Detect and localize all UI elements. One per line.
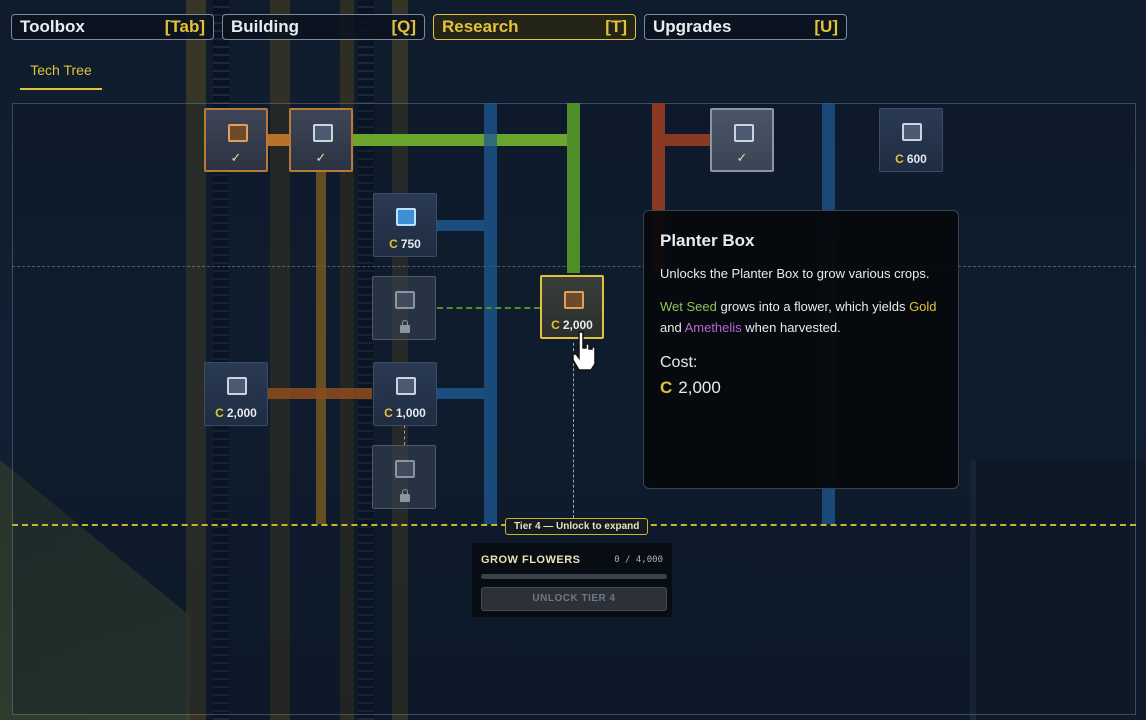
background-pillar: [186, 0, 206, 720]
tier-unlock-box: GROW FLOWERS 0 / 4,000 UNLOCK TIER 4: [472, 543, 672, 617]
tab-research-hotkey: [T]: [605, 17, 627, 36]
tab-upgrades-label: Upgrades: [653, 17, 732, 36]
tab-upgrades-hotkey: [U]: [814, 17, 838, 36]
dispenser-icon: [227, 377, 247, 395]
crystal-icon: [396, 208, 416, 226]
tab-upgrades[interactable]: Upgrades [U]: [644, 14, 847, 40]
researched-check-icon: ✓: [315, 151, 327, 166]
unlock-tier-button[interactable]: UNLOCK TIER 4: [481, 587, 667, 611]
portal-icon: [395, 460, 415, 478]
tab-research[interactable]: Research [T]: [433, 14, 636, 40]
connector-line: [660, 134, 712, 146]
generator-icon: [902, 123, 922, 141]
credits-icon: C: [384, 406, 393, 420]
gold-text: Gold: [909, 299, 937, 314]
tech-node-portal[interactable]: [372, 445, 436, 509]
connector-line: [437, 388, 484, 399]
tooltip-details: Wet Seed grows into a flower, which yiel…: [660, 299, 937, 335]
tab-building-label: Building: [231, 17, 299, 36]
connector-line: [316, 172, 326, 524]
tab-building[interactable]: Building [Q]: [222, 14, 425, 40]
tooltip-title: Planter Box: [660, 231, 755, 250]
credits-icon: C: [895, 152, 904, 166]
tab-building-hotkey: [Q]: [391, 17, 416, 36]
tooltip-cost-label: Cost:: [660, 354, 698, 371]
lock-icon: [400, 320, 410, 333]
researched-check-icon: ✓: [230, 151, 242, 166]
connector-line: [573, 343, 574, 518]
tech-node-chip[interactable]: ✓: [289, 108, 353, 172]
goal-label: GROW FLOWERS: [481, 554, 581, 566]
tech-node-conveyor[interactable]: ✓: [204, 108, 268, 172]
tech-node-machine[interactable]: ✓: [710, 108, 774, 172]
hand-cursor-icon: [572, 331, 596, 371]
background-ladder: [358, 0, 374, 720]
wet-seed-text: Wet Seed: [660, 299, 717, 314]
connector-line: [437, 307, 540, 309]
tab-toolbox-hotkey: [Tab]: [164, 17, 205, 36]
goal-progress-bar: [481, 574, 667, 579]
machine-icon: [734, 124, 754, 142]
tech-tooltip: Planter Box Unlocks the Planter Box to g…: [643, 210, 959, 489]
background-wall: [970, 460, 1146, 720]
tier-4-label: Tier 4 — Unlock to expand: [505, 518, 649, 535]
connector-line: [437, 220, 484, 231]
background-pillar: [270, 0, 290, 720]
background-pillar: [340, 0, 354, 720]
goal-progress-text: 0 / 4,000: [614, 555, 663, 565]
amethelis-text: Amethelis: [684, 320, 742, 335]
connector-line: [484, 103, 497, 524]
credits-icon: C: [551, 318, 560, 332]
researched-check-icon: ✓: [736, 151, 748, 166]
credits-icon: C: [389, 237, 398, 251]
connector-line: [567, 103, 580, 273]
planter-box-icon: [564, 291, 584, 309]
chip-icon: [313, 124, 333, 142]
conveyor-icon: [228, 124, 248, 142]
tech-node-tool[interactable]: [372, 276, 436, 340]
tooltip-description: Unlocks the Planter Box to grow various …: [660, 266, 930, 281]
background-ladder: [213, 0, 229, 720]
cabinet-icon: [396, 377, 416, 395]
subtab-tech-tree[interactable]: Tech Tree: [20, 60, 102, 90]
connector-line: [404, 425, 405, 445]
connector-line: [353, 134, 579, 146]
connector-line: [266, 134, 290, 146]
background-pillar: [392, 0, 408, 720]
lock-icon: [400, 489, 410, 502]
tab-toolbox[interactable]: Toolbox [Tab]: [11, 14, 214, 40]
credits-icon: C: [660, 378, 673, 397]
tool-icon: [395, 291, 415, 309]
credits-icon: C: [215, 406, 224, 420]
connector-line: [268, 388, 372, 399]
tab-toolbox-label: Toolbox: [20, 17, 85, 36]
tab-research-label: Research: [442, 17, 519, 36]
